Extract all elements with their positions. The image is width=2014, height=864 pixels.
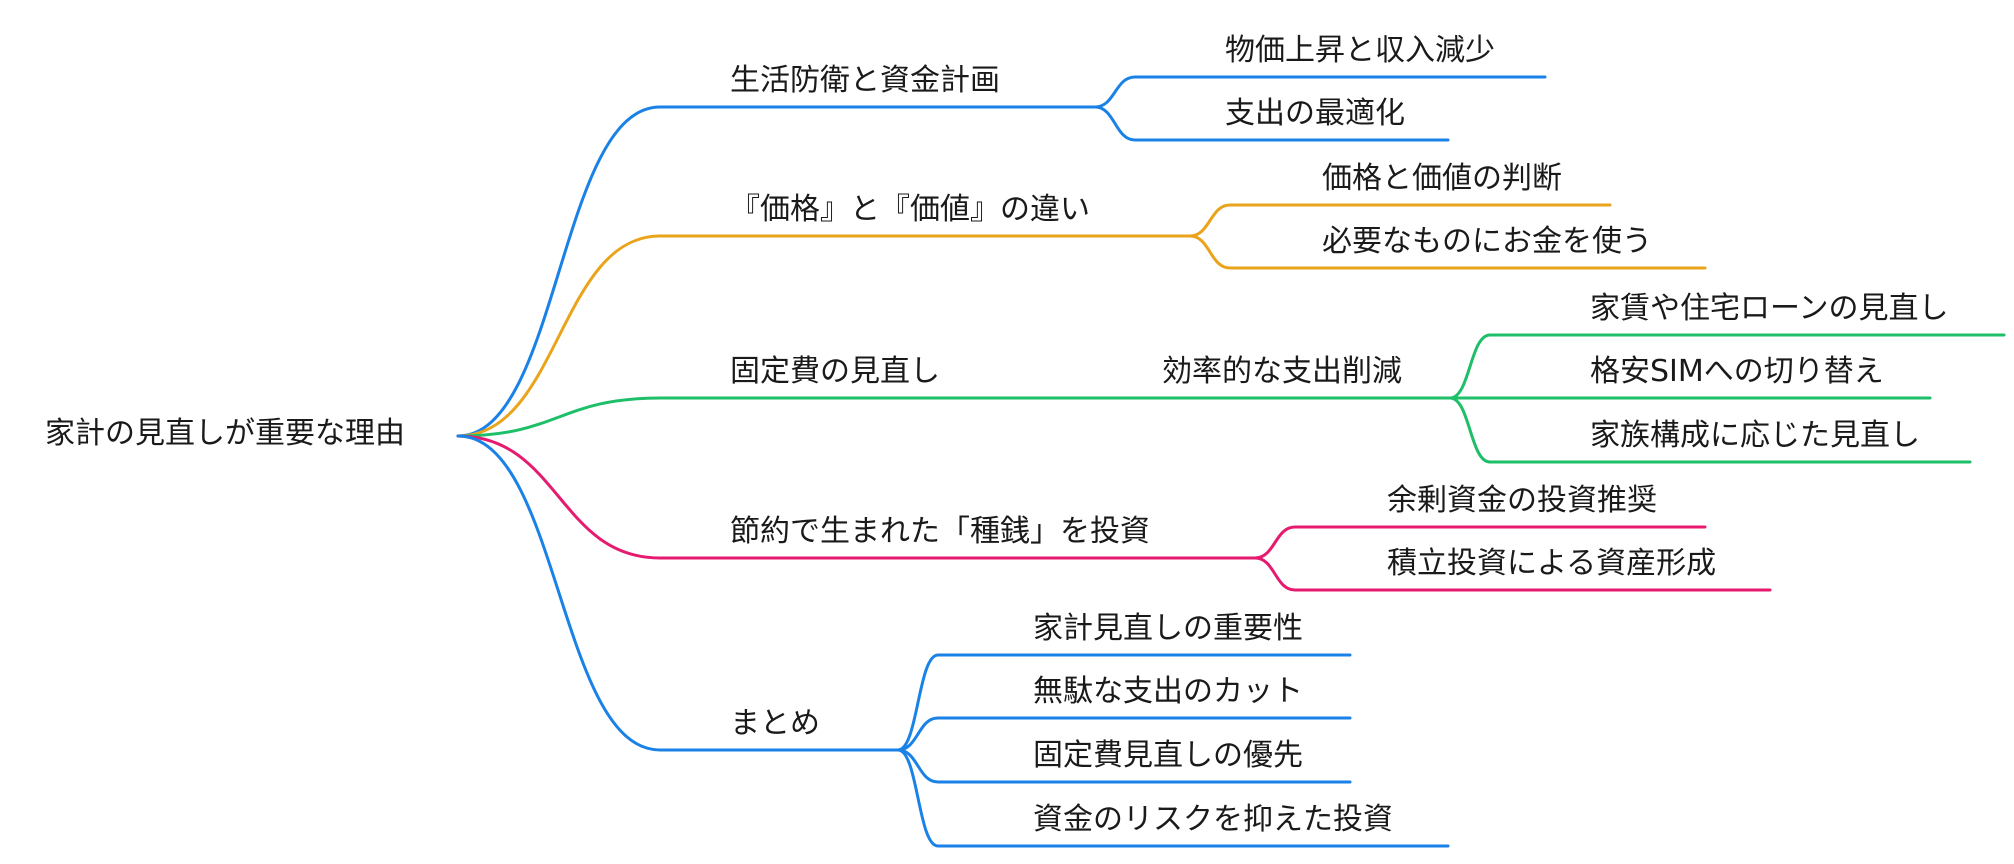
leaf-node: 固定費見直しの優先 bbox=[1033, 738, 1303, 773]
leaf-node: 家族構成に応じた見直し bbox=[1590, 418, 1920, 453]
branch-node: 節約で生まれた「種銭」を投資 bbox=[730, 514, 1150, 549]
leaf-node: 支出の最適化 bbox=[1225, 96, 1405, 131]
sub-branch-node: 効率的な支出削減 bbox=[1162, 354, 1402, 389]
branch-link bbox=[456, 434, 1257, 560]
leaf-node: 積立投資による資産形成 bbox=[1387, 546, 1717, 581]
leaf-node: 無駄な支出のカット bbox=[1033, 674, 1303, 709]
leaf-link bbox=[896, 653, 1352, 752]
branch-node: まとめ bbox=[730, 706, 820, 741]
leaf-link bbox=[1093, 105, 1450, 142]
root-node: 家計の見直しが重要な理由 bbox=[45, 416, 405, 451]
branch-node: 固定費の見直し bbox=[730, 354, 940, 389]
leaf-link bbox=[896, 748, 1352, 784]
leaf-link bbox=[1188, 234, 1707, 270]
leaf-node: 価格と価値の判断 bbox=[1322, 161, 1562, 196]
branch-node: 『価格』と『価値』の違い bbox=[730, 192, 1090, 227]
leaf-node: 必要なものにお金を使う bbox=[1322, 224, 1652, 259]
branch-link bbox=[456, 234, 1192, 438]
leaf-node: 格安SIMへの切り替え bbox=[1590, 354, 1884, 389]
branch-link bbox=[456, 396, 1452, 438]
leaf-link bbox=[1188, 203, 1612, 238]
leaf-link bbox=[1448, 333, 2006, 400]
leaf-link bbox=[1093, 75, 1547, 109]
leaf-link bbox=[1253, 525, 1707, 560]
leaf-link bbox=[896, 748, 1450, 848]
branch-link bbox=[456, 434, 900, 752]
leaf-node: 資金のリスクを抑えた投資 bbox=[1033, 802, 1393, 837]
leaf-node: 余剰資金の投資推奨 bbox=[1387, 483, 1657, 518]
leaf-link bbox=[896, 716, 1352, 752]
leaf-node: 家計見直しの重要性 bbox=[1033, 611, 1303, 646]
leaf-node: 家賃や住宅ローンの見直し bbox=[1590, 291, 1949, 326]
leaf-link bbox=[1448, 396, 1972, 464]
leaf-link bbox=[1253, 556, 1772, 592]
branch-link bbox=[456, 105, 1097, 438]
branch-node: 生活防衛と資金計画 bbox=[730, 63, 1000, 98]
leaf-node: 物価上昇と収入減少 bbox=[1225, 33, 1495, 68]
